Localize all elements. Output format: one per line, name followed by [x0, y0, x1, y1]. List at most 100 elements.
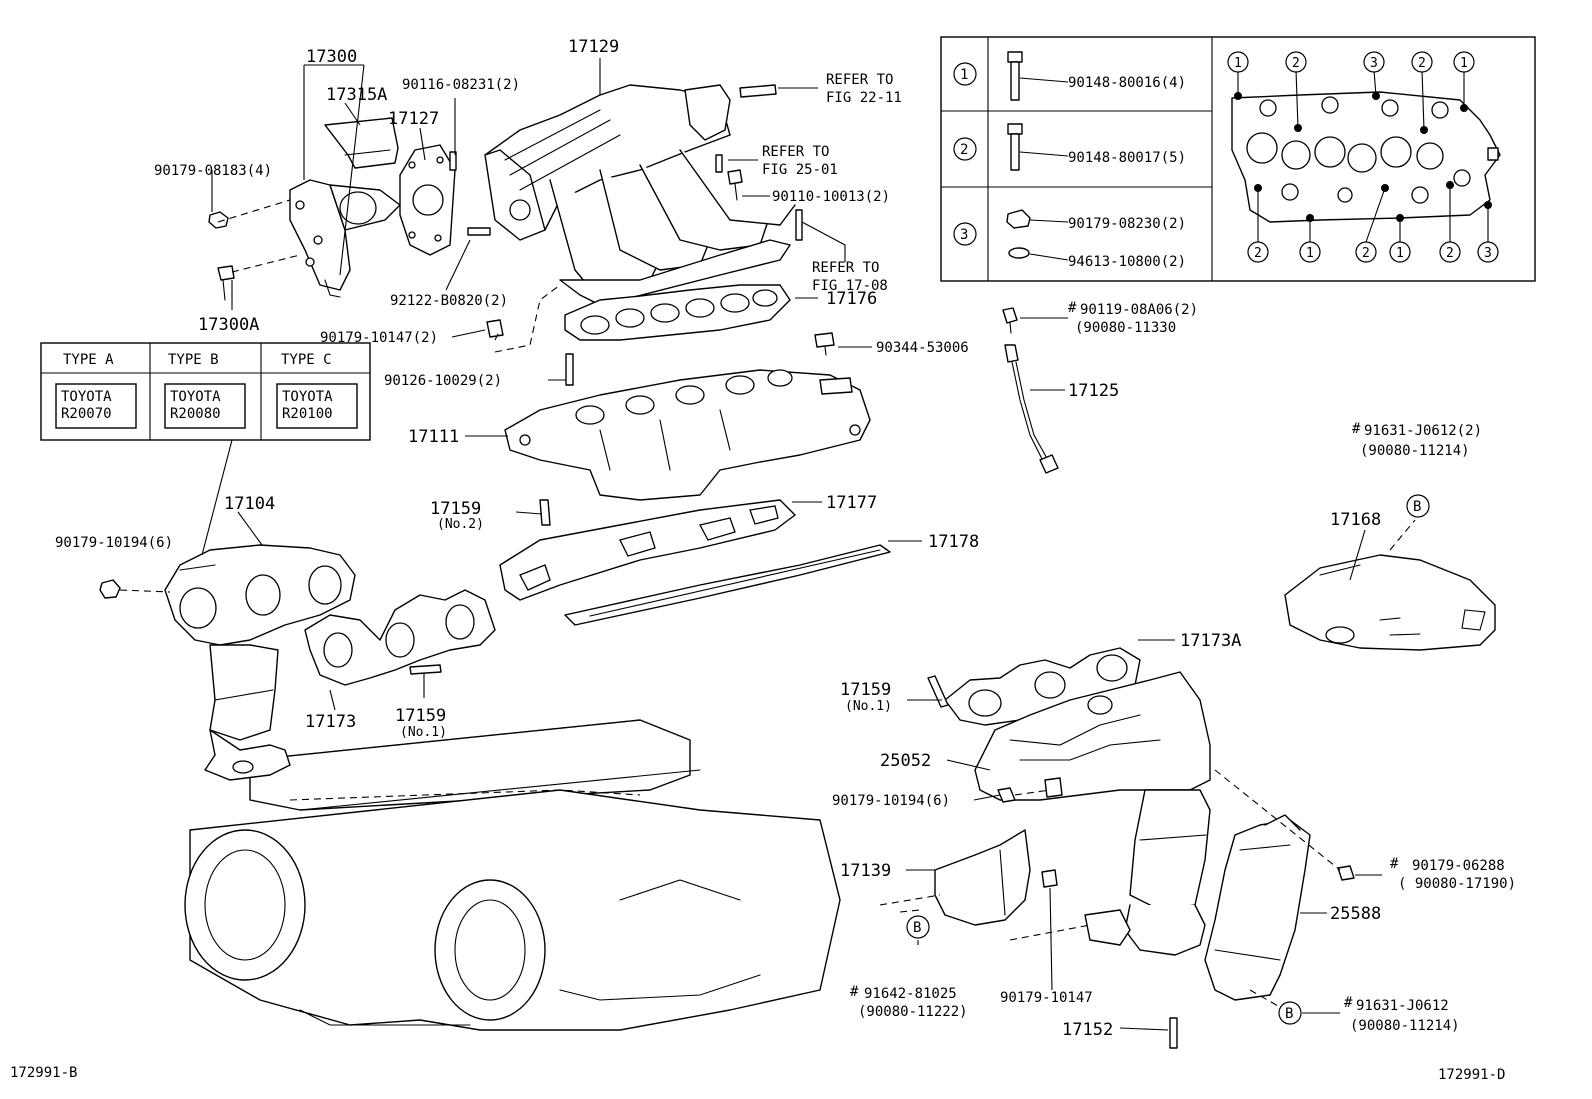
label-17129: 17129: [568, 37, 619, 57]
label-90080-17190: ( 90080-17190): [1398, 876, 1516, 892]
b-marker-top-label: B: [1413, 499, 1421, 515]
b-marker-bottom: [1278, 1001, 1302, 1025]
type-a-stamp-line2: R20070: [61, 406, 112, 422]
label-90116-08231: 90116-08231(2): [402, 77, 520, 93]
bolt-row1-key: 1: [960, 67, 968, 83]
footer-right-code: 172991-D: [1438, 1067, 1505, 1083]
hash-90179-06288: #: [1390, 856, 1399, 872]
label-91631-J0612-2: 91631-J0612(2): [1364, 423, 1482, 439]
gasket-17177: [499, 499, 796, 601]
label-91642-81025: 91642-81025: [864, 986, 957, 1002]
label-90179-06288: 90179-06288: [1412, 858, 1505, 874]
hash-90119: #: [1068, 300, 1077, 316]
hash-91642: #: [850, 984, 859, 1000]
engine-block-outline: [184, 719, 841, 1031]
label-92122-B0820: 92122-B0820(2): [390, 293, 508, 309]
label-17159-no2: 17159: [430, 499, 481, 519]
b-marker-top: [1406, 494, 1430, 518]
label-17104: 17104: [224, 494, 275, 514]
b-marker-bottom-label: B: [1285, 1006, 1293, 1022]
label-17111: 17111: [408, 427, 459, 447]
type-table: TYPE A TYPE B TYPE C TOYOTA R20070 TOYOT…: [40, 342, 371, 441]
label-17139: 17139: [840, 861, 891, 881]
gasket-marker-bottom-2: 1: [1306, 246, 1314, 261]
label-90179-10147: 90179-10147: [1000, 990, 1093, 1006]
oxygen-sensor: [1002, 307, 1059, 474]
type-b-header: TYPE B: [168, 352, 219, 368]
gasket-17178: [564, 544, 891, 626]
label-17173: 17173: [305, 712, 356, 732]
heat-insulator-17168: [1284, 554, 1496, 651]
gasket-marker-bottom-6: 3: [1484, 246, 1492, 261]
bolt-row3-key: 3: [960, 227, 968, 243]
label-90179-10194-left: 90179-10194(6): [55, 535, 173, 551]
label-17300: 17300: [306, 47, 357, 67]
gasket-marker-bottom-3: 2: [1362, 246, 1370, 261]
leader-lines: [201, 58, 1382, 1031]
gasket-17176: [564, 284, 791, 341]
bolt-row3-part1: 90179-08230(2): [1068, 216, 1186, 232]
refer-fig22-line2: FIG 22-11: [826, 90, 902, 106]
type-c-stamp-line1: TOYOTA: [282, 389, 333, 405]
label-17159-no1-right: 17159: [840, 680, 891, 700]
left-manifold-fasteners: [99, 579, 442, 675]
gasket-marker-bottom-5: 2: [1446, 246, 1454, 261]
refer-fig25-line1: REFER TO: [762, 144, 829, 160]
bolt-row1-part: 90148-80016(4): [1068, 75, 1186, 91]
gasket-marker-top-4: 2: [1418, 56, 1426, 71]
label-90119-08A06: 90119-08A06(2): [1080, 302, 1198, 318]
refer-fig17-line2: FIG 17-08: [812, 278, 888, 294]
bolt-row2-key: 2: [960, 142, 968, 158]
throttle-body: [289, 179, 401, 298]
b-marker-left: [906, 915, 930, 939]
type-b-stamp-line2: R20080: [170, 406, 221, 422]
bolt-table: 1 2 3 90148-80016(4) 90148-80017(5) 9017…: [940, 36, 1536, 282]
hash-91631: #: [1344, 995, 1353, 1011]
label-90179-10147-2: 90179-10147(2): [320, 330, 438, 346]
b-markers: B B B: [906, 494, 1430, 1025]
gasket-marker-top-3: 3: [1370, 56, 1378, 71]
right-studs: [927, 675, 1355, 1049]
label-17168: 17168: [1330, 510, 1381, 530]
gasket-17127: [399, 144, 456, 256]
label-17125: 17125: [1068, 381, 1119, 401]
label-90344-53006: 90344-53006: [876, 340, 969, 356]
label-90080-11222: (90080-11222): [858, 1004, 968, 1020]
footer-left-code: 172991-B: [10, 1065, 77, 1081]
b-marker-left-label: B: [913, 920, 921, 936]
label-17178: 17178: [928, 532, 979, 552]
gasket-marker-top-2: 2: [1292, 56, 1300, 71]
label-90126-10029: 90126-10029(2): [384, 373, 502, 389]
label-17177: 17177: [826, 493, 877, 513]
gasket-marker-top-1: 1: [1234, 56, 1242, 71]
label-17127: 17127: [388, 109, 439, 129]
label-17159-no1-left: 17159: [395, 706, 446, 726]
gasket-marker-bottom-4: 1: [1396, 246, 1404, 261]
type-c-stamp-line2: R20100: [282, 406, 333, 422]
label-90110-10013: 90110-10013(2): [772, 189, 890, 205]
connection-lines: [119, 199, 1416, 1011]
intake-fasteners: [486, 84, 835, 526]
label-25588: 25588: [1330, 904, 1381, 924]
gasket-marker-bottom-1: 2: [1254, 246, 1262, 261]
type-b-stamp-line1: TOYOTA: [170, 389, 221, 405]
label-no1-right: (No.1): [845, 699, 892, 714]
label-17176: 17176: [826, 289, 877, 309]
label-90179-08183: 90179-08183(4): [154, 163, 272, 179]
bolt-row3-part2: 94613-10800(2): [1068, 254, 1186, 270]
type-a-stamp-line1: TOYOTA: [61, 389, 112, 405]
gasket-marker-top-5: 1: [1460, 56, 1468, 71]
refer-fig17-line1: REFER TO: [812, 260, 879, 276]
label-17152: 17152: [1062, 1020, 1113, 1040]
intake-manifold-upper: [484, 84, 796, 306]
label-90080-11214-bottom: (90080-11214): [1350, 1018, 1460, 1034]
refer-fig22-line1: REFER TO: [826, 72, 893, 88]
label-90080-11330: (90080-11330: [1075, 320, 1176, 336]
hash-91631-2: #: [1352, 421, 1361, 437]
refer-fig25-line2: FIG 25-01: [762, 162, 838, 178]
label-17173A: 17173A: [1180, 631, 1241, 651]
label-17315A: 17315A: [326, 85, 387, 105]
intake-manifold-lower: [504, 369, 871, 501]
gasket-17315A: [324, 117, 399, 169]
